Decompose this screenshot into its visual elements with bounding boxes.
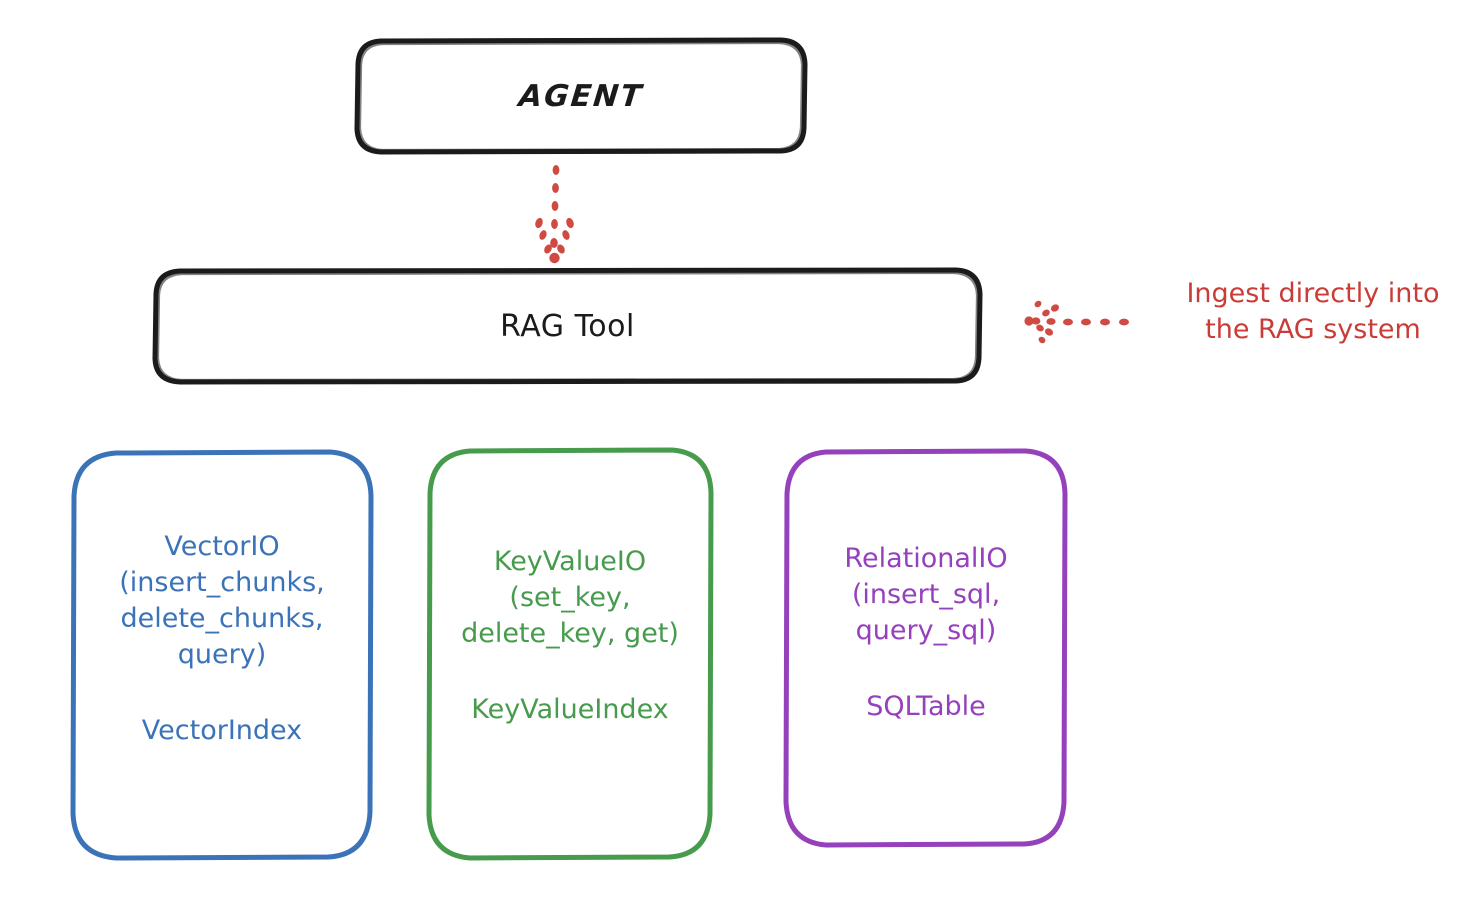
vectorio-subtitle: VectorIndex	[141, 714, 303, 746]
relationalio-subtitle: SQLTable	[866, 690, 986, 722]
keyvalueio-node[interactable]: KeyValueIO (set_key, delete_key, get) Ke…	[428, 450, 712, 858]
vectorio-node[interactable]: VectorIO (insert_chunks, delete_chunks, …	[72, 452, 372, 858]
ingest-annotation-text: Ingest directly into the RAG system	[1186, 278, 1440, 345]
relationalio-box-outline	[783, 448, 1068, 848]
agent-to-rag-dotted-arrow	[535, 165, 574, 264]
ingest-dotted-arrow	[1024, 300, 1129, 344]
keyvalueio-text-block: KeyValueIO (set_key, delete_key, get) Ke…	[461, 544, 679, 728]
agent-label: AGENT	[517, 78, 645, 114]
keyvalueio-title: KeyValueIO (set_key, delete_key, get)	[461, 546, 679, 649]
agent-box-outline	[354, 37, 808, 155]
keyvalueio-subtitle: KeyValueIndex	[471, 693, 669, 725]
relationalio-node[interactable]: RelationalIO (insert_sql, query_sql) SQL…	[786, 450, 1066, 844]
keyvalueio-box-outline	[426, 447, 714, 861]
rag-tool-box-outline	[152, 267, 983, 385]
vectorio-text-block: VectorIO (insert_chunks, delete_chunks, …	[119, 529, 324, 749]
agent-node[interactable]: AGENT	[357, 40, 805, 152]
vectorio-title: VectorIO (insert_chunks, delete_chunks, …	[119, 531, 325, 670]
relationalio-text-block: RelationalIO (insert_sql, query_sql) SQL…	[844, 541, 1007, 725]
relationalio-title: RelationalIO (insert_sql, query_sql)	[844, 543, 1008, 646]
rag-tool-node[interactable]: RAG Tool	[155, 270, 980, 382]
rag-tool-label: RAG Tool	[500, 308, 635, 344]
vectorio-box-outline	[70, 449, 374, 861]
